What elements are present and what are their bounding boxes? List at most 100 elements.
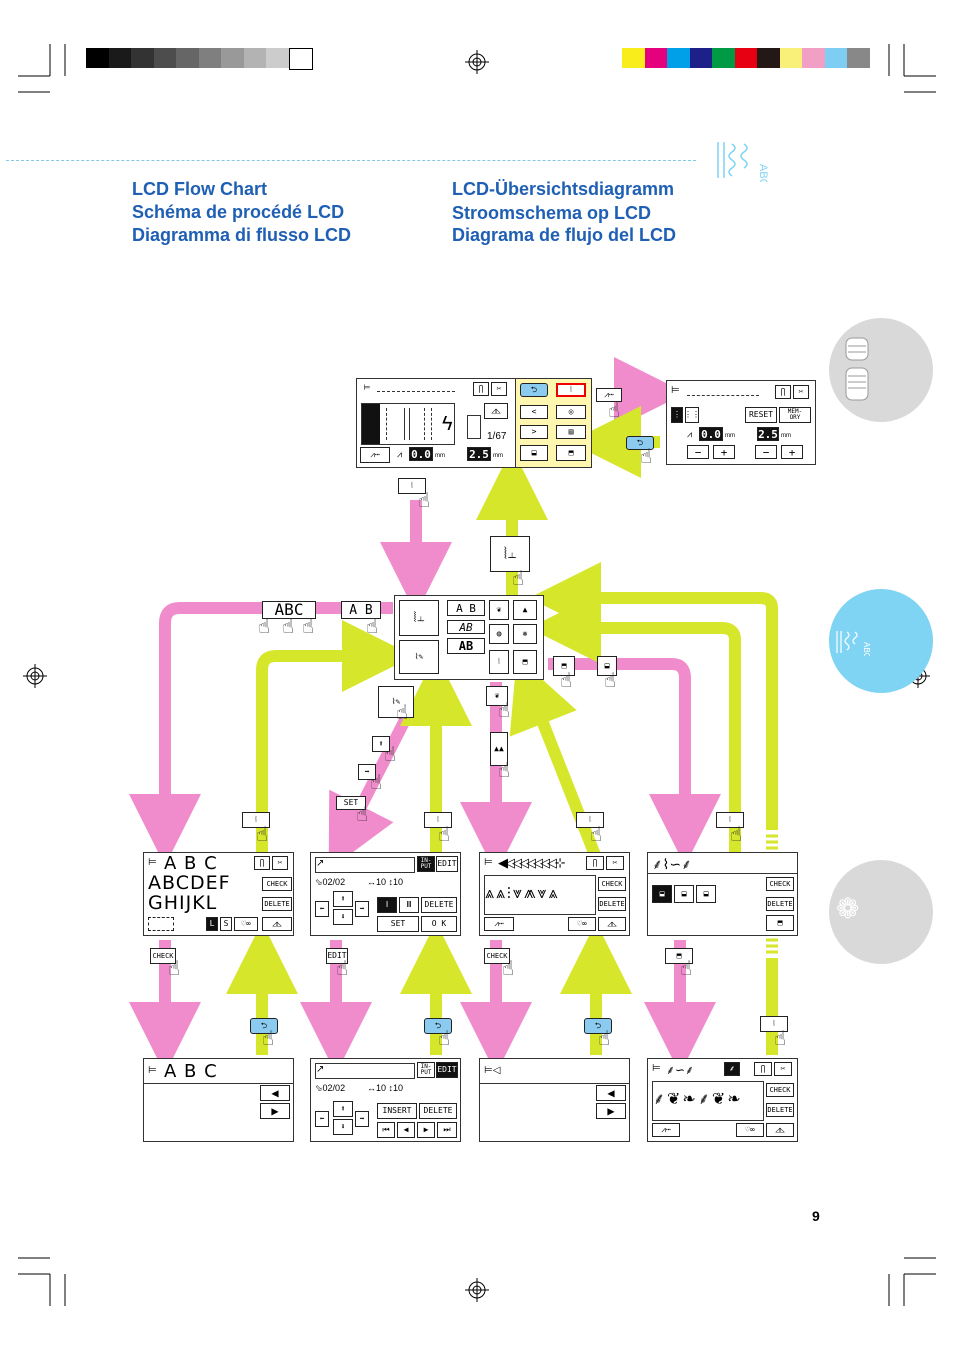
scissors-button[interactable]: ✂ bbox=[793, 385, 809, 399]
pattern-mode-button[interactable]: ♡∞ bbox=[234, 917, 258, 931]
thin-line-button[interactable]: Ⅰ bbox=[377, 897, 397, 913]
move-down-button[interactable]: ⬇ bbox=[333, 1119, 353, 1135]
delete-button[interactable]: DELETE bbox=[598, 897, 626, 911]
scroll-left-button[interactable]: ◀ bbox=[596, 1085, 626, 1101]
pattern-mode-button[interactable]: ♡∞ bbox=[568, 917, 596, 931]
edit-button[interactable]: EDIT bbox=[436, 1062, 458, 1078]
first-point-button[interactable]: ⏮ bbox=[377, 1122, 395, 1138]
return-key[interactable]: ⮌ bbox=[250, 1018, 278, 1034]
needle-mode-button[interactable]: ⋂ bbox=[473, 382, 489, 396]
check-button[interactable]: CHECK bbox=[766, 877, 794, 891]
space-button[interactable] bbox=[148, 917, 174, 931]
next-point-button[interactable]: ▶ bbox=[417, 1122, 435, 1138]
pocket-key[interactable]: ⬓ bbox=[597, 656, 617, 676]
recall-button[interactable]: ⬒ bbox=[513, 650, 537, 674]
edit-button[interactable]: EDIT bbox=[436, 856, 458, 872]
prev-button[interactable]: < bbox=[520, 405, 548, 419]
my-custom-stitch-button[interactable]: ⌇✎ bbox=[399, 640, 439, 674]
needle-mode-button[interactable]: ⋂ bbox=[254, 856, 270, 870]
pocket-slot-3[interactable]: ⬓ bbox=[696, 885, 716, 903]
needle-mode-button[interactable]: ⋂ bbox=[586, 856, 604, 870]
stitch-option[interactable]: ⋮⋮ bbox=[684, 407, 700, 423]
memory-button[interactable]: ◎ bbox=[556, 405, 586, 419]
scroll-left-button[interactable]: ◀ bbox=[260, 1085, 290, 1101]
length-plus-button[interactable]: + bbox=[781, 445, 803, 459]
cross-pattern-button[interactable]: ⨳ bbox=[513, 624, 537, 644]
delete-button[interactable]: DELETE bbox=[766, 897, 794, 911]
input-button[interactable]: IN- PUT bbox=[417, 1062, 435, 1078]
script-abc-key[interactable]: ABC bbox=[262, 601, 316, 619]
pocket-slot-2[interactable]: ⬓ bbox=[674, 885, 694, 903]
check-button[interactable]: CHECK bbox=[262, 877, 292, 891]
scroll-right-button[interactable]: ▶ bbox=[260, 1103, 290, 1119]
scissors-button[interactable]: ✂ bbox=[774, 1062, 792, 1076]
insert-button[interactable]: INSERT bbox=[377, 1103, 417, 1119]
mirror-button[interactable]: ◿◺ bbox=[766, 1123, 794, 1137]
check-key[interactable]: CHECK bbox=[484, 948, 510, 964]
menu-key[interactable]: ⦚ bbox=[760, 1016, 788, 1032]
menu-key[interactable]: ⦚ bbox=[424, 812, 452, 828]
next-button[interactable]: > bbox=[520, 425, 548, 439]
width-minus-button[interactable]: − bbox=[687, 445, 709, 459]
needle-mode-button[interactable]: ⋂ bbox=[754, 1062, 772, 1076]
move-left-button[interactable]: ⬅ bbox=[315, 1111, 329, 1127]
scissors-button[interactable]: ✂ bbox=[606, 856, 624, 870]
move-left-button[interactable]: ⬅ bbox=[315, 901, 329, 917]
move-right-button[interactable]: ➡ bbox=[355, 901, 369, 917]
length-minus-button[interactable]: − bbox=[755, 445, 777, 459]
utility-stitch-button[interactable]: ⦚⫠ bbox=[399, 600, 439, 636]
reset-button[interactable]: RESET bbox=[745, 407, 777, 423]
width-plus-button[interactable]: + bbox=[713, 445, 735, 459]
check-key[interactable]: CHECK bbox=[150, 948, 176, 964]
check-button[interactable]: CHECK bbox=[766, 1083, 794, 1097]
recall-key[interactable]: ⬒ bbox=[553, 656, 575, 676]
menu-key[interactable]: ⦚ bbox=[716, 812, 744, 828]
stitch-width-button[interactable]: ⩘⋯ bbox=[484, 917, 514, 931]
return-key[interactable]: ⮌ bbox=[626, 436, 654, 450]
delete-button[interactable]: DELETE bbox=[766, 1103, 794, 1117]
menu-button[interactable]: ⦚ bbox=[556, 383, 586, 397]
needle-mode-button[interactable]: ⋂ bbox=[775, 385, 791, 399]
scissors-button[interactable]: ✂ bbox=[491, 382, 507, 396]
block-letters-button[interactable]: A B bbox=[447, 600, 485, 616]
satin-stitch-button[interactable]: ▲ bbox=[513, 600, 537, 620]
move-right-key[interactable]: ➡ bbox=[358, 764, 376, 780]
block-ab-key[interactable]: A B bbox=[341, 601, 381, 619]
return-button[interactable]: ⮌ bbox=[520, 383, 548, 397]
small-size-button[interactable]: S bbox=[220, 917, 232, 931]
memory-button[interactable]: MEM- ORY bbox=[779, 407, 811, 423]
heirloom-stitch-button[interactable]: ⦚ bbox=[489, 650, 509, 674]
last-point-button[interactable]: ⏭ bbox=[437, 1122, 457, 1138]
ok-button[interactable]: O K bbox=[421, 916, 457, 932]
delete-button[interactable]: DELETE bbox=[262, 897, 292, 911]
check-button[interactable]: CHECK bbox=[598, 877, 626, 891]
save-button[interactable]: ⬓ bbox=[520, 445, 548, 461]
move-up-key[interactable]: ⬆ bbox=[372, 736, 390, 752]
stitch-width-key[interactable]: ⩘⋯ bbox=[596, 388, 622, 402]
pattern-mode-button[interactable]: ♡∞ bbox=[736, 1123, 764, 1137]
edit-key[interactable]: EDIT bbox=[326, 948, 348, 964]
thick-line-button[interactable]: Ⅲ bbox=[399, 897, 419, 913]
move-down-button[interactable]: ⬇ bbox=[333, 909, 353, 925]
decorative-stitch-button[interactable]: ❦ bbox=[489, 600, 509, 620]
delete-button[interactable]: DELETE bbox=[419, 1103, 457, 1119]
stitch-width-button[interactable]: ⩘⋯ bbox=[652, 1123, 680, 1137]
decorative-stitch-key[interactable]: ❦ bbox=[486, 686, 508, 706]
menu-key[interactable]: ⦚ bbox=[398, 478, 426, 494]
recall-key[interactable]: ⬒ bbox=[665, 948, 693, 964]
recall-button[interactable]: ⬒ bbox=[556, 445, 586, 461]
large-size-button[interactable]: L bbox=[206, 917, 218, 931]
move-up-button[interactable]: ⬆ bbox=[333, 1101, 353, 1117]
outline-letters-button[interactable]: AB bbox=[447, 638, 485, 654]
input-button[interactable]: IN- PUT bbox=[417, 856, 435, 872]
set-button[interactable]: SET bbox=[377, 916, 419, 932]
set-key[interactable]: SET bbox=[336, 796, 366, 810]
menu-key[interactable]: ⦚ bbox=[242, 812, 270, 828]
return-key[interactable]: ⮌ bbox=[584, 1018, 612, 1034]
pocket-slot-1[interactable]: ⬓ bbox=[652, 885, 672, 903]
mirror-button[interactable]: ◿◺ bbox=[484, 403, 508, 419]
manual-button[interactable]: ▤ bbox=[556, 425, 586, 439]
return-key[interactable]: ⮌ bbox=[424, 1018, 452, 1034]
stitch-width-button[interactable]: ⩘⋯ bbox=[360, 447, 390, 463]
prev-point-button[interactable]: ◀ bbox=[397, 1122, 415, 1138]
